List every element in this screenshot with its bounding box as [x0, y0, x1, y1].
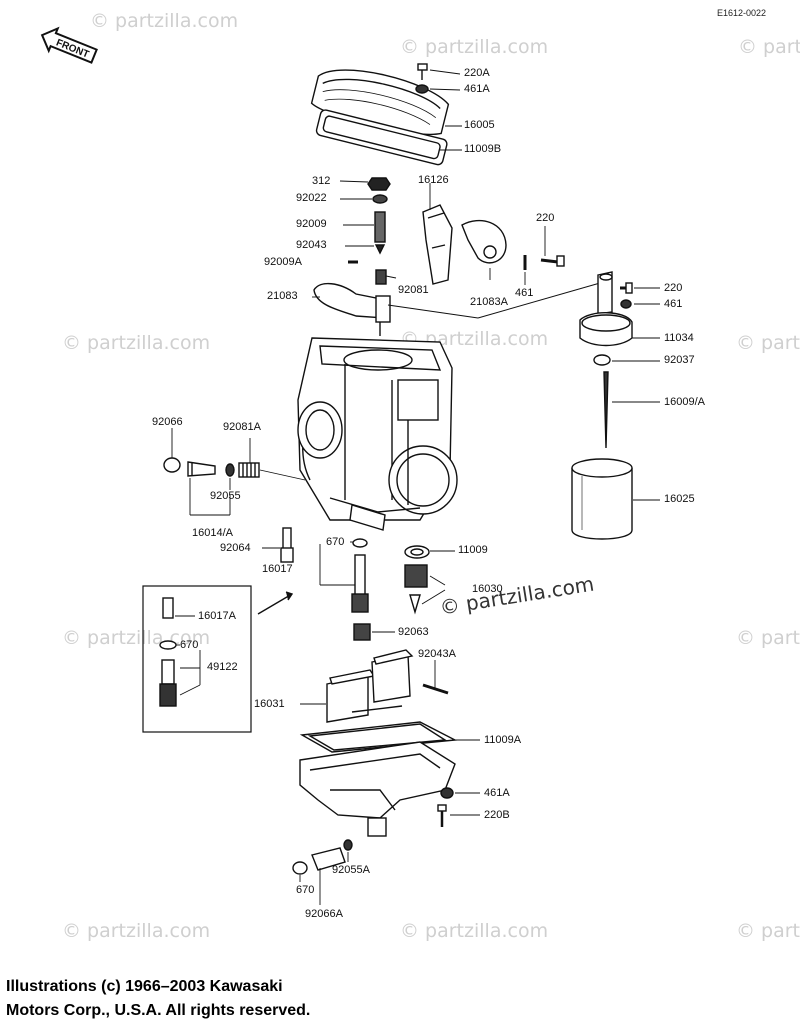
watermark: © partzilla.com [62, 920, 211, 942]
callout-220a: 220A [464, 67, 490, 79]
pilot-jet-92064 [280, 527, 294, 563]
callout-92063: 92063 [398, 626, 429, 638]
callout-16031: 16031 [254, 698, 285, 710]
throttle-valve-16025 [571, 458, 633, 540]
callout-461-right: 461 [664, 298, 683, 310]
callout-220-right: 220 [664, 282, 683, 294]
callout-92064: 92064 [220, 542, 251, 554]
callout-11009a: 11009A [484, 734, 522, 746]
callout-16025: 16025 [664, 493, 695, 505]
callout-21083a: 21083A [470, 296, 508, 308]
callout-461: 461 [515, 287, 534, 299]
needle-jet-16017 [351, 538, 369, 613]
callout-461a-top: 461A [464, 83, 490, 95]
callout-92081a: 92081A [223, 421, 261, 433]
pilot-screw-parts [163, 457, 260, 478]
screw-220a [415, 63, 429, 94]
watermark: © partzilla.com [400, 920, 549, 942]
callout-220b: 220B [484, 809, 510, 821]
float-bowl-gasket [299, 721, 458, 753]
callout-11009b: 11009B [464, 143, 502, 155]
needle-holder-11034 [579, 271, 633, 347]
callout-92066: 92066 [152, 416, 183, 428]
callout-92037: 92037 [664, 354, 695, 366]
callout-21083: 21083 [267, 290, 298, 302]
jet-needle [603, 371, 609, 449]
callout-16005: 16005 [464, 119, 495, 131]
callout-670-box: 670 [180, 639, 199, 651]
callout-16126: 16126 [418, 174, 449, 186]
callout-461a-bottom: 461A [484, 787, 510, 799]
callout-220-top: 220 [536, 212, 555, 224]
screw-220-right [620, 282, 633, 309]
callout-16009a: 16009/A [664, 396, 705, 408]
top-gasket [315, 109, 448, 166]
watermark: © partzilla.com [90, 10, 239, 32]
screw-220 [540, 255, 565, 267]
callout-92081: 92081 [398, 284, 429, 296]
callout-11009: 11009 [458, 544, 488, 556]
washer-461a-bottom [440, 787, 454, 799]
copyright-notice: Illustrations (c) 1966–2003 Kawasaki Mot… [6, 975, 310, 1023]
screw-220b [437, 804, 447, 827]
watermark: © partzilla.com [736, 920, 800, 942]
callout-670-bottom: 670 [296, 884, 315, 896]
throttle-stop-parts [348, 177, 391, 285]
callout-49122: 49122 [207, 661, 238, 673]
watermark: © partzilla.com [736, 627, 800, 649]
callout-16017a: 16017A [198, 610, 236, 622]
callout-92055: 92055 [210, 490, 241, 502]
watermark: © partzilla.com [736, 332, 800, 354]
arm-21083a [461, 219, 527, 270]
callout-16017: 16017 [262, 563, 293, 575]
watermark: © partzilla.com [62, 332, 211, 354]
callout-92022: 92022 [296, 192, 327, 204]
callout-11034: 11034 [664, 332, 694, 344]
float-bowl [299, 741, 456, 837]
callout-92009a: 92009A [264, 256, 302, 268]
main-jet-92063 [353, 623, 371, 641]
float-assembly [326, 649, 414, 723]
arm-21083 [313, 283, 391, 336]
watermark: © partzilla.com [400, 36, 549, 58]
copyright-line-2: Motors Corp., U.S.A. All rights reserved… [6, 1002, 311, 1019]
front-arrow-icon: FRONT [40, 26, 98, 64]
callout-92043: 92043 [296, 239, 327, 251]
lever-16126 [422, 204, 453, 285]
clip-92037 [593, 354, 611, 366]
copyright-line-1: Illustrations (c) 1966–2003 Kawasaki [6, 978, 283, 995]
callout-92055a: 92055A [332, 864, 370, 876]
callout-92043a: 92043A [418, 648, 456, 660]
pin-92043a [422, 683, 449, 695]
float-valve-seat-16030 [404, 545, 430, 615]
callout-92009: 92009 [296, 218, 327, 230]
callout-16030: 16030 [472, 583, 503, 595]
callout-92066a: 92066A [305, 908, 343, 920]
carburetor-body [297, 337, 458, 531]
drawing-code: E1612-0022 [717, 8, 767, 18]
alternate-parts-inset [142, 585, 294, 733]
callout-16014a: 16014/A [192, 527, 233, 539]
callout-312: 312 [312, 175, 331, 187]
drain-screw [292, 839, 353, 875]
watermark: © partzilla.com [738, 36, 800, 58]
callout-670-mid: 670 [326, 536, 345, 548]
